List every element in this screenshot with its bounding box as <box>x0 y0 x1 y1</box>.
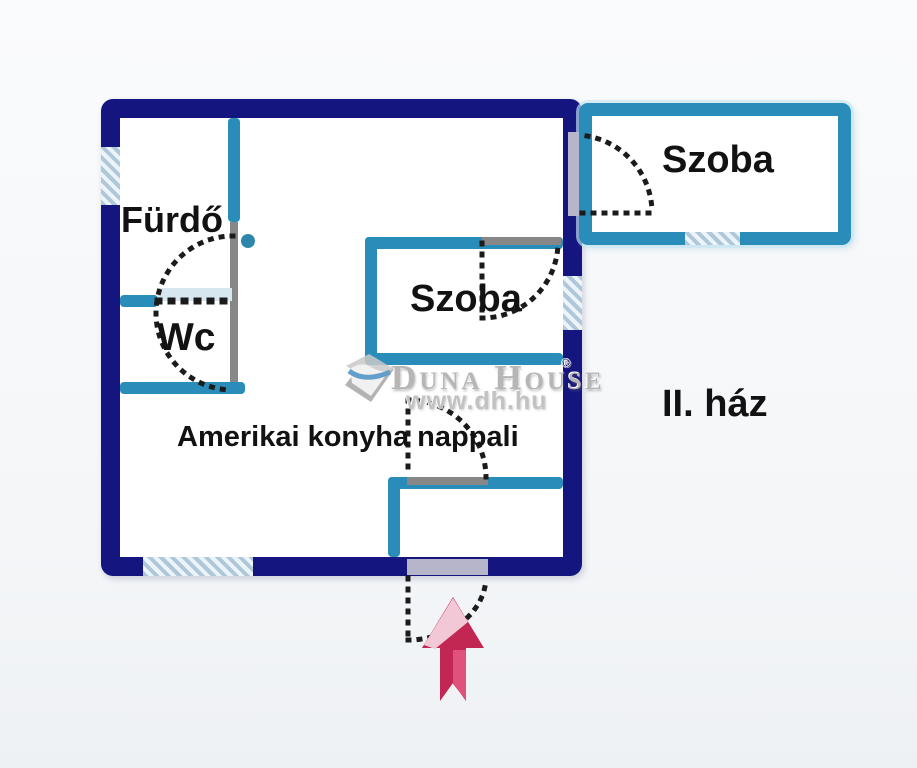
room-label-living-kitchen: Amerikai konyha nappali <box>177 421 519 453</box>
wall-wc-divider <box>120 295 158 307</box>
door-jamb-bedroom <box>482 237 561 245</box>
wall-bathroom-vertical <box>228 118 240 222</box>
wall-bedroom-left <box>365 237 377 365</box>
wall-bedroom-bottom <box>365 353 563 365</box>
watermark-brand: Duna House <box>391 358 605 397</box>
door-jamb-hall <box>407 477 488 485</box>
window-hatch-left-wall <box>101 147 120 205</box>
room-label-bedroom-annex: Szoba <box>662 139 774 181</box>
room-label-wc: Wc <box>157 316 216 359</box>
wall-wc-bottom <box>120 382 245 394</box>
window-hatch-bottom-wall <box>143 557 253 576</box>
building-label: II. ház <box>662 383 768 425</box>
room-label-bedroom-inner: Szoba <box>410 278 522 320</box>
watermark-url: www.dh.hu <box>406 387 548 415</box>
window-hatch-annex-wall <box>685 232 740 245</box>
door-opening-wc <box>158 288 232 301</box>
entrance-door-leaf <box>407 559 488 575</box>
annex-door-leaf <box>568 132 579 216</box>
entrance-arrow-icon <box>422 597 484 701</box>
door-jamb-bathroom <box>230 222 238 390</box>
wall-hall-left <box>388 477 400 557</box>
watermark-registered-mark: ® <box>562 356 572 371</box>
room-label-bathroom: Fürdő <box>121 199 223 240</box>
window-hatch-right-wall <box>563 276 582 330</box>
door-hinge-dot <box>241 234 255 248</box>
